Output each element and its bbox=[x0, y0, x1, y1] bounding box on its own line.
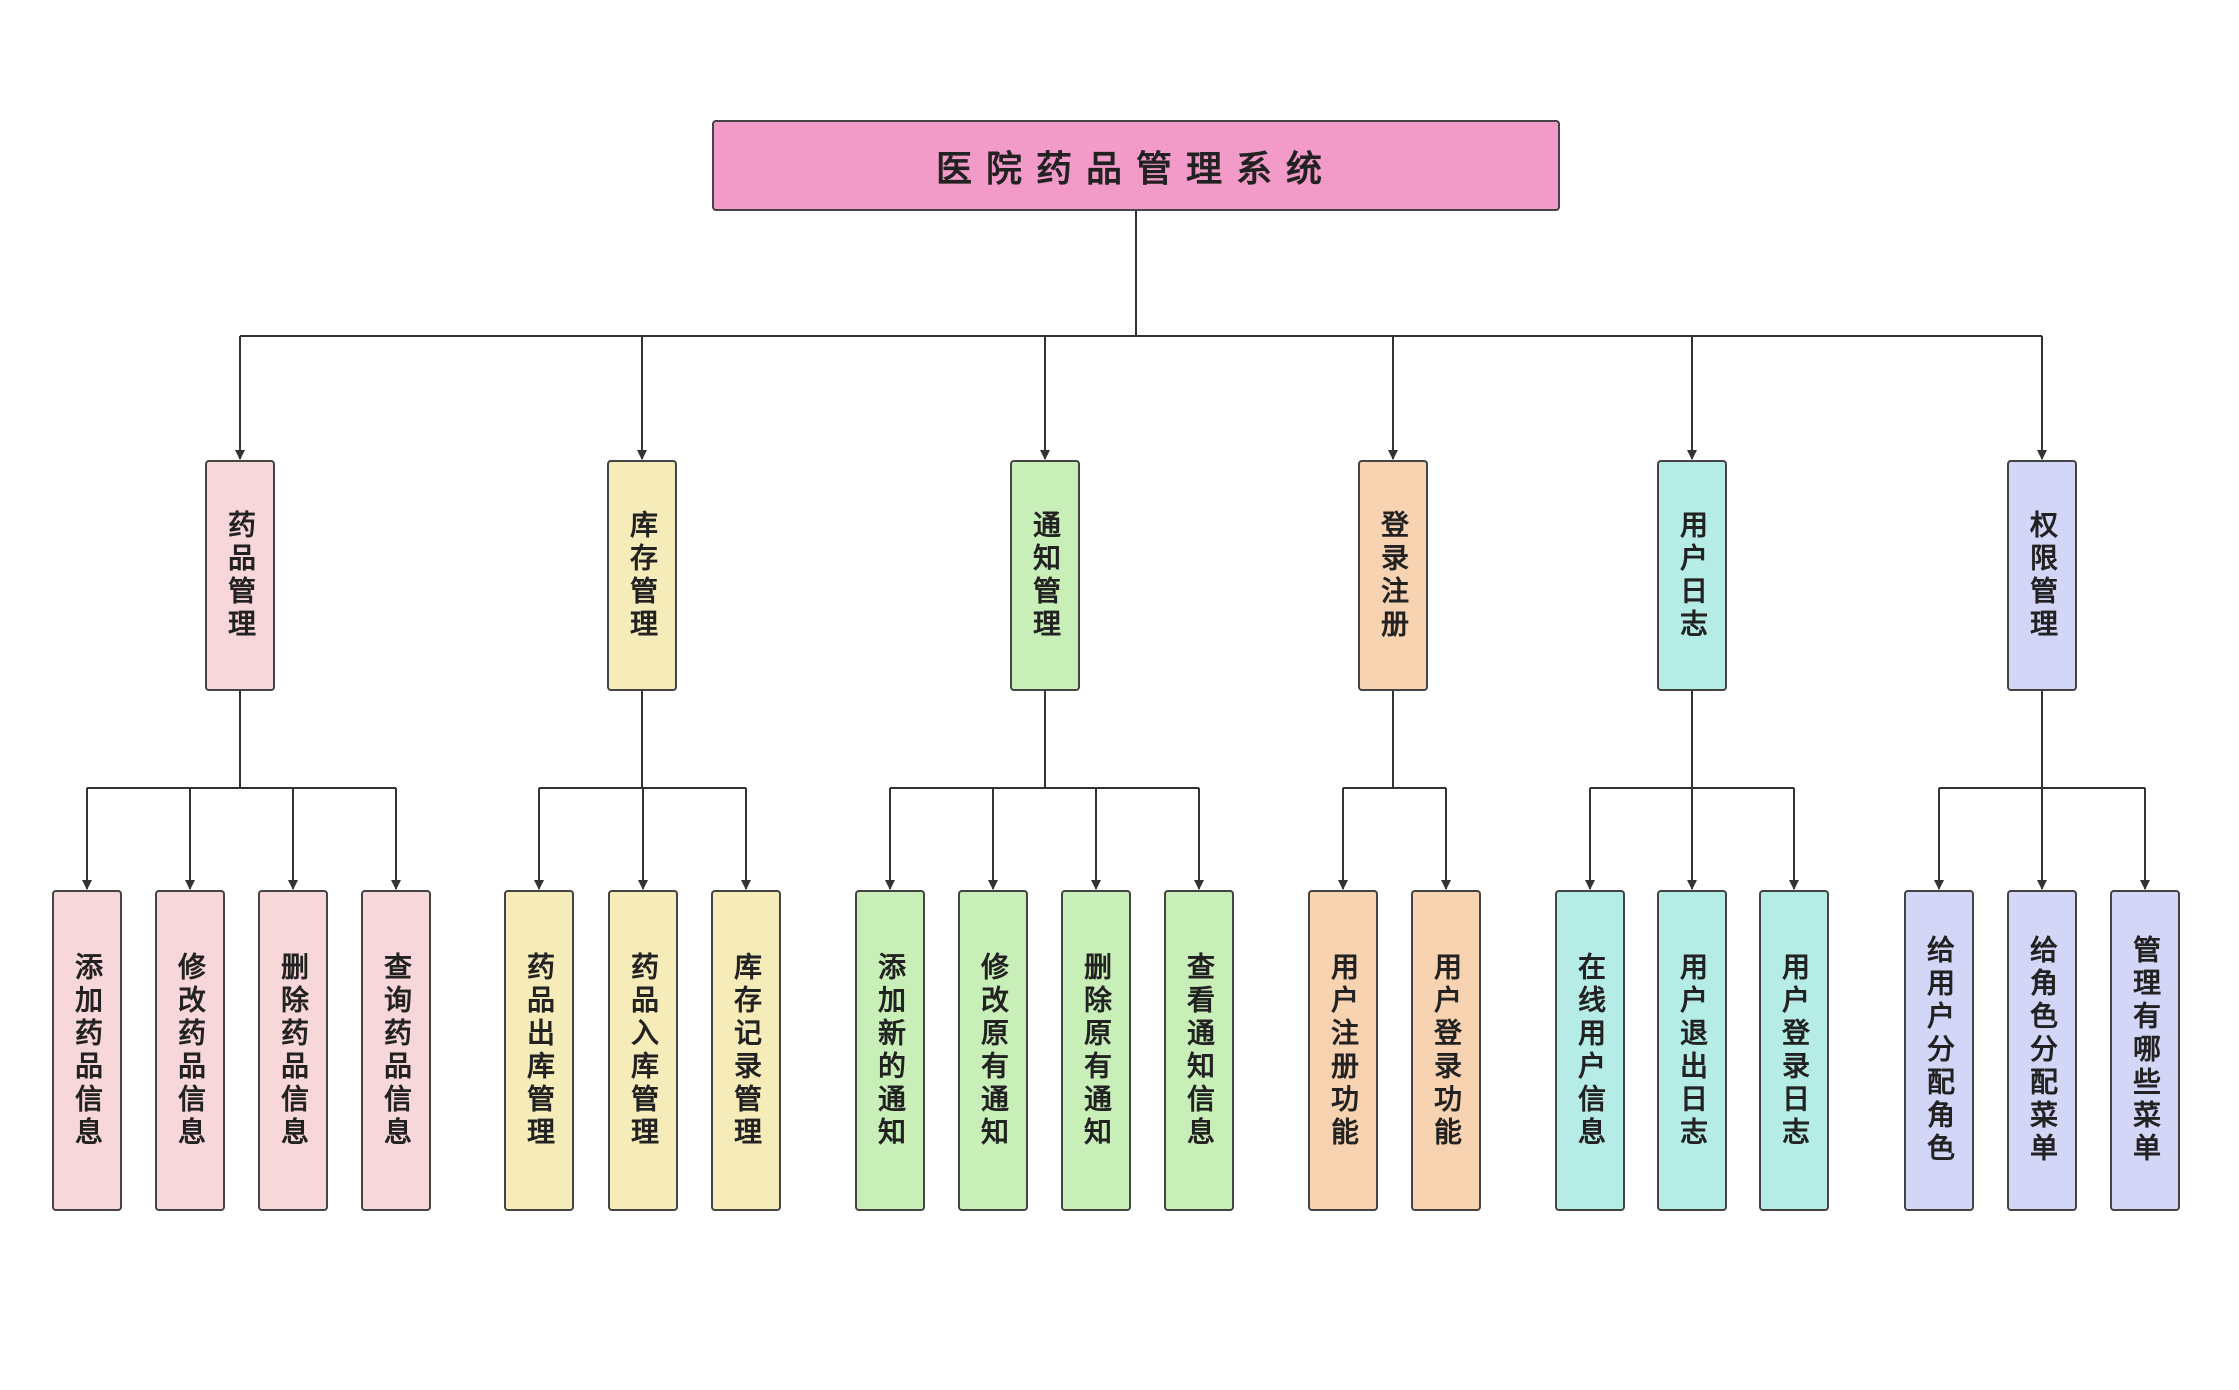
leaf-label: 在线用户信息 bbox=[1574, 951, 1607, 1150]
leaf-node-m1-1[interactable]: 添加药品信息 bbox=[52, 890, 122, 1211]
root-title: 医院药品管理系统 bbox=[935, 147, 1336, 190]
leaf-label: 给用户分配角色 bbox=[1923, 935, 1956, 1166]
module-m5[interactable]: 用户日志 bbox=[1657, 460, 1727, 691]
module-m4[interactable]: 登录注册 bbox=[1358, 460, 1428, 691]
leaf-node-m2-3[interactable]: 库存记录管理 bbox=[711, 890, 781, 1211]
leaf-node-m4-1[interactable]: 用户注册功能 bbox=[1308, 890, 1378, 1211]
leaf-label: 药品出库管理 bbox=[523, 951, 556, 1150]
leaf-label: 管理有哪些菜单 bbox=[2129, 935, 2162, 1166]
module-label: 用户日志 bbox=[1676, 509, 1709, 642]
leaf-label: 删除药品信息 bbox=[277, 951, 310, 1150]
module-m3[interactable]: 通知管理 bbox=[1010, 460, 1080, 691]
leaf-label: 添加新的通知 bbox=[874, 951, 907, 1150]
leaf-label: 查询药品信息 bbox=[380, 951, 413, 1150]
module-label: 权限管理 bbox=[2026, 509, 2059, 642]
leaf-label: 添加药品信息 bbox=[71, 951, 104, 1150]
module-m1[interactable]: 药品管理 bbox=[205, 460, 275, 691]
leaf-node-m4-2[interactable]: 用户登录功能 bbox=[1411, 890, 1481, 1211]
module-label: 通知管理 bbox=[1029, 509, 1062, 642]
leaf-label: 用户登录日志 bbox=[1778, 951, 1811, 1150]
leaf-label: 查看通知信息 bbox=[1183, 951, 1216, 1150]
leaf-node-m6-2[interactable]: 给角色分配菜单 bbox=[2007, 890, 2077, 1211]
leaf-node-m1-3[interactable]: 删除药品信息 bbox=[258, 890, 328, 1211]
leaf-node-m6-3[interactable]: 管理有哪些菜单 bbox=[2110, 890, 2180, 1211]
leaf-label: 用户登录功能 bbox=[1430, 951, 1463, 1150]
leaf-label: 给角色分配菜单 bbox=[2026, 935, 2059, 1166]
module-m2[interactable]: 库存管理 bbox=[607, 460, 677, 691]
leaf-node-m6-1[interactable]: 给用户分配角色 bbox=[1904, 890, 1974, 1211]
leaf-label: 用户退出日志 bbox=[1676, 951, 1709, 1150]
leaf-label: 药品入库管理 bbox=[627, 951, 660, 1150]
module-m6[interactable]: 权限管理 bbox=[2007, 460, 2077, 691]
leaf-node-m5-3[interactable]: 用户登录日志 bbox=[1759, 890, 1829, 1211]
leaf-node-m5-2[interactable]: 用户退出日志 bbox=[1657, 890, 1727, 1211]
leaf-label: 库存记录管理 bbox=[730, 951, 763, 1150]
leaf-label: 修改原有通知 bbox=[977, 951, 1010, 1150]
leaf-label: 删除原有通知 bbox=[1080, 951, 1113, 1150]
leaf-label: 用户注册功能 bbox=[1327, 951, 1360, 1150]
leaf-node-m5-1[interactable]: 在线用户信息 bbox=[1555, 890, 1625, 1211]
leaf-node-m1-2[interactable]: 修改药品信息 bbox=[155, 890, 225, 1211]
leaf-node-m2-1[interactable]: 药品出库管理 bbox=[504, 890, 574, 1211]
leaf-node-m3-4[interactable]: 查看通知信息 bbox=[1164, 890, 1234, 1211]
leaf-node-m3-1[interactable]: 添加新的通知 bbox=[855, 890, 925, 1211]
leaf-node-m3-2[interactable]: 修改原有通知 bbox=[958, 890, 1028, 1211]
root-node[interactable]: 医院药品管理系统 bbox=[712, 120, 1560, 211]
leaf-node-m1-4[interactable]: 查询药品信息 bbox=[361, 890, 431, 1211]
module-label: 登录注册 bbox=[1377, 509, 1410, 642]
leaf-node-m3-3[interactable]: 删除原有通知 bbox=[1061, 890, 1131, 1211]
module-label: 药品管理 bbox=[224, 509, 257, 642]
leaf-label: 修改药品信息 bbox=[174, 951, 207, 1150]
leaf-node-m2-2[interactable]: 药品入库管理 bbox=[608, 890, 678, 1211]
module-label: 库存管理 bbox=[626, 509, 659, 642]
